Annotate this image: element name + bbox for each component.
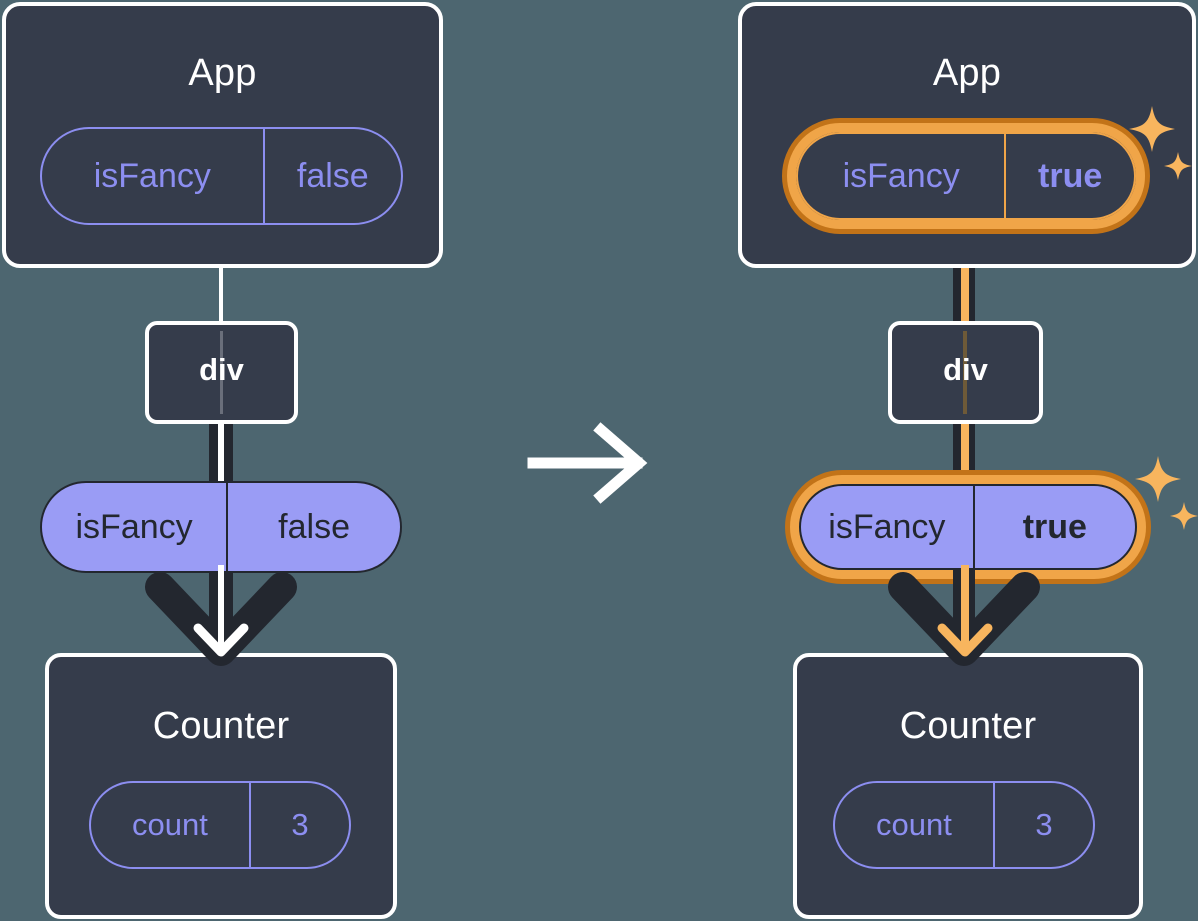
node-div-title-left: div bbox=[199, 352, 244, 387]
state-pill-key-right: isFancy bbox=[798, 134, 1007, 218]
state-pill-app-left[interactable]: isFancy false bbox=[40, 127, 403, 225]
node-counter-title-right: Counter bbox=[899, 705, 1037, 747]
arrowhead-counter-right bbox=[937, 623, 993, 657]
counter-pill-key-left: count bbox=[91, 783, 251, 867]
state-pill-value-left: false bbox=[296, 156, 369, 195]
sparkle-icon-prop-right bbox=[1135, 456, 1198, 530]
state-pill-value-right: true bbox=[1038, 156, 1103, 195]
counter-pill-value-right: 3 bbox=[1035, 807, 1053, 842]
connector-through-div-left bbox=[220, 331, 223, 414]
state-pill-counter-right[interactable]: count 3 bbox=[833, 781, 1095, 869]
arrowhead-counter-left bbox=[193, 623, 249, 657]
node-counter-left[interactable]: Counter bbox=[45, 653, 397, 919]
prop-pill-value-right: true bbox=[1022, 507, 1087, 546]
connector-div-to-prop-right-core bbox=[961, 422, 969, 484]
prop-pill-value-left: false bbox=[278, 507, 350, 546]
prop-pill-key-right: isFancy bbox=[801, 486, 975, 568]
node-app-title-right: App bbox=[932, 52, 1002, 94]
state-pill-key-left: isFancy bbox=[42, 129, 265, 223]
connector-app-to-div-left bbox=[219, 266, 223, 324]
state-pill-counter-left[interactable]: count 3 bbox=[89, 781, 351, 869]
arrow-right-icon bbox=[527, 422, 648, 504]
prop-pill-right[interactable]: isFancy true bbox=[799, 484, 1137, 570]
counter-pill-value-left: 3 bbox=[291, 807, 309, 842]
connector-app-to-div-right-core bbox=[961, 210, 969, 326]
sparkle-icon-app-right bbox=[1129, 106, 1192, 180]
node-div-title-right: div bbox=[943, 352, 988, 387]
connector-prop-to-counter-left-core bbox=[218, 565, 224, 647]
connector-through-div-right bbox=[963, 331, 967, 414]
connector-div-to-prop-left-core bbox=[218, 422, 224, 484]
node-counter-title-left: Counter bbox=[152, 705, 290, 747]
state-pill-app-right[interactable]: isFancy true bbox=[796, 132, 1136, 220]
node-app-title-left: App bbox=[188, 52, 257, 94]
prop-pill-left[interactable]: isFancy false bbox=[40, 481, 402, 573]
counter-pill-key-right: count bbox=[835, 783, 995, 867]
connector-prop-to-counter-right-core bbox=[961, 565, 969, 647]
prop-pill-key-left: isFancy bbox=[42, 483, 229, 571]
